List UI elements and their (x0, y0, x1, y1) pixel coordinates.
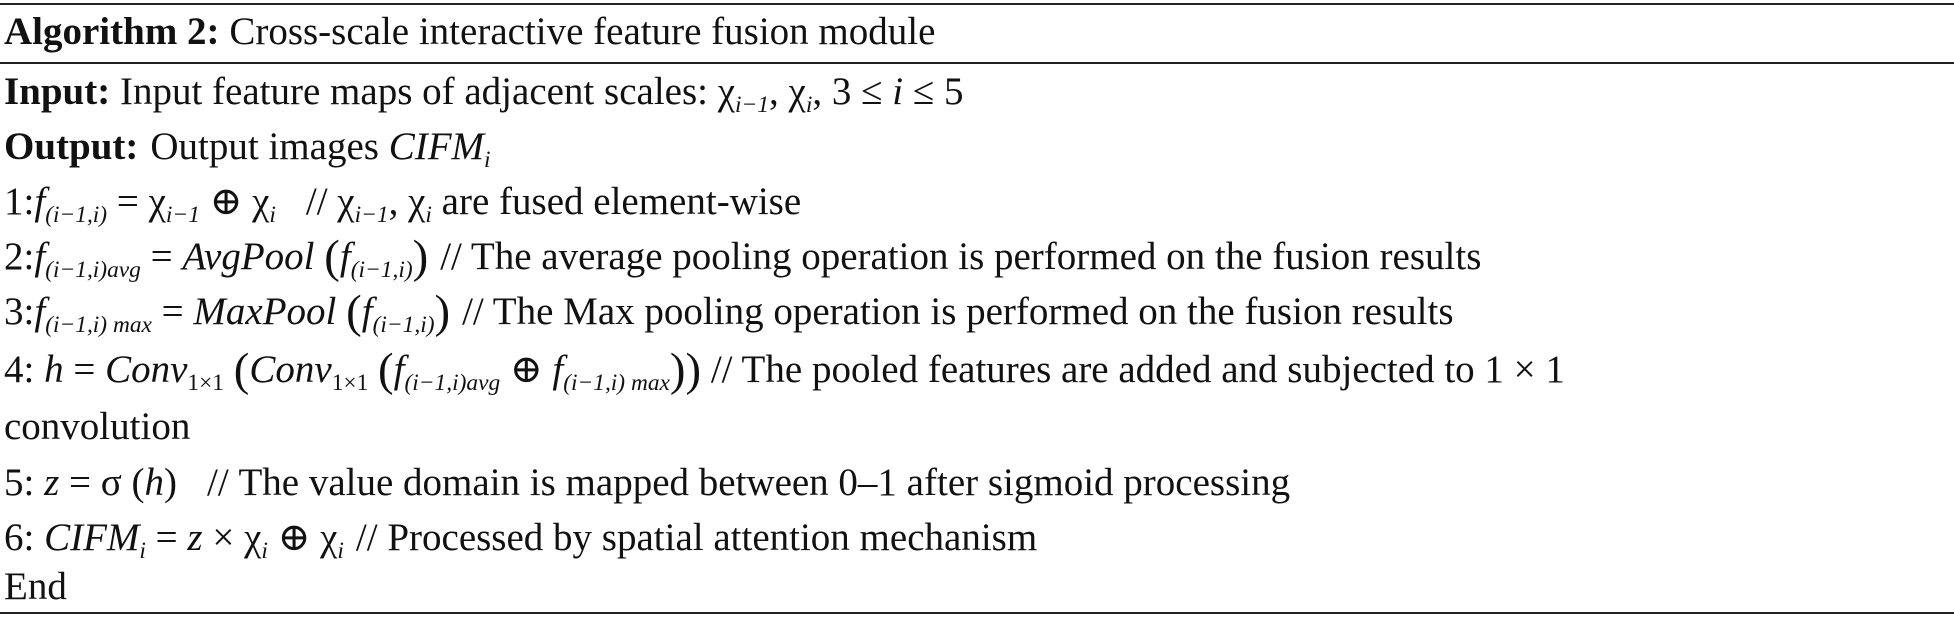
top-rule (0, 3, 1954, 5)
input-line: Input: Input feature maps of adjacent sc… (4, 67, 964, 117)
step-function: AvgPool (182, 235, 315, 278)
input-cond-var: i (892, 70, 904, 113)
algorithm-label: Algorithm 2: (4, 10, 220, 53)
step-number: 6: (4, 516, 35, 559)
algorithm-end: End (4, 562, 67, 612)
step-comment-pre: // χ (305, 180, 355, 223)
step-sub2: i (269, 202, 276, 229)
step-f-sub: (i−1,i) (45, 202, 108, 229)
input-cond-pre: , 3 ≤ (812, 70, 893, 113)
algorithm-title-text: Cross-scale interactive feature fusion m… (229, 10, 936, 53)
right-parens: )) (669, 343, 702, 396)
step-comment: // The pooled features are added and sub… (701, 348, 1565, 391)
output-sub: i (484, 147, 491, 174)
step-arg1: f (393, 348, 405, 391)
step-f-sub: (i−1,i) max (45, 312, 152, 339)
step-arg: f (339, 235, 351, 278)
bottom-rule (0, 612, 1954, 614)
step-function-inner: Conv (249, 348, 332, 391)
step-op: ⊕ χ (267, 516, 338, 559)
step-var: z (44, 461, 60, 504)
input-cond-post: ≤ 5 (903, 70, 964, 113)
step-f: f (34, 290, 46, 333)
step-eq: = (151, 290, 194, 333)
step-function-inner-sub: 1×1 (331, 370, 369, 397)
step-4-continuation: convolution (4, 402, 190, 452)
step-continuation: convolution (4, 405, 191, 448)
step-comment: // The Max pooling operation is performe… (462, 290, 1454, 333)
end-text: End (4, 565, 67, 608)
step-mul: × χ (202, 516, 262, 559)
step-f-sub: (i−1,i)avg (45, 257, 141, 284)
step-arg-sub: (i−1,i) (350, 257, 413, 284)
right-paren: ) (412, 230, 429, 283)
input-sep: , χ (769, 70, 806, 113)
step-eq: = (145, 516, 188, 559)
step-var-sub: i (139, 538, 146, 565)
left-paren-inner: ( (378, 343, 394, 396)
step-arg: h (144, 461, 165, 504)
step-number: 3: (4, 290, 35, 333)
left-paren: ( (346, 285, 362, 338)
comment-sub1: i−1 (354, 202, 389, 229)
step-arg2-sub: (i−1,i) max (563, 370, 670, 397)
step-function-outer-sub: 1×1 (187, 370, 225, 397)
comment-sub2: i (425, 202, 432, 229)
algorithm-title: Algorithm 2: Cross-scale interactive fea… (4, 7, 935, 57)
step-number: 2: (4, 235, 35, 278)
step-3: 3:f(i−1,i) max = MaxPool (f(i−1,i))// Th… (4, 287, 1454, 337)
left-paren: ( (324, 230, 340, 283)
step-sub1: i−1 (165, 202, 200, 229)
step-4: 4: h = Conv1×1 (Conv1×1 (f(i−1,i)avg ⊕ f… (4, 345, 1565, 395)
right-paren: ) (434, 285, 451, 338)
step-6: 6: CIFMi = z × χi ⊕ χi// Processed by sp… (4, 513, 1037, 563)
left-paren-outer: ( (233, 343, 250, 396)
step-number: 5: (4, 461, 35, 504)
step-op: ⊕ χ (199, 180, 270, 223)
input-sub1: i−1 (735, 92, 770, 119)
step-eq: = (140, 235, 183, 278)
step-function: MaxPool (193, 290, 337, 333)
step-number: 1: (4, 180, 35, 223)
input-sub2: i (805, 92, 813, 119)
step-var: h (44, 348, 64, 391)
step-comment: // The value domain is mapped between 0–… (207, 461, 1291, 504)
input-label: Input: (4, 70, 111, 113)
step-sub1: i (261, 538, 268, 565)
input-text: Input feature maps of adjacent scales: χ (119, 70, 736, 113)
right-paren: ) (164, 461, 178, 504)
output-line: Output: Output images CIFMi (4, 122, 491, 172)
step-function-outer: Conv (105, 348, 188, 391)
step-plus: ⊕ (500, 348, 553, 391)
step-comment: // Processed by spatial attention mechan… (355, 516, 1038, 559)
comment-sep: , χ (388, 180, 426, 223)
output-label: Output: (4, 125, 139, 168)
step-f: f (34, 235, 46, 278)
step-comment: // The average pooling operation is perf… (440, 235, 1482, 278)
step-1: 1:f(i−1,i) = χi−1 ⊕ χi// χi−1, χi are fu… (4, 177, 801, 227)
step-arg-sub: (i−1,i) (372, 312, 435, 339)
step-arg2: f (552, 348, 564, 391)
output-text: Output images (150, 125, 379, 168)
step-arg: f (361, 290, 373, 333)
output-var: CIFM (388, 125, 484, 168)
step-number: 4: (4, 348, 35, 391)
step-eq: = (63, 348, 106, 391)
step-eq: = χ (107, 180, 166, 223)
step-sub2: i (337, 538, 344, 565)
step-arg1-sub: (i−1,i)avg (404, 370, 501, 397)
step-comment: are fused element-wise (431, 180, 802, 223)
step-5: 5: z = σ (h) // The value domain is mappe… (4, 458, 1290, 508)
step-eq: = σ ( (59, 461, 145, 504)
header-rule (0, 62, 1954, 64)
step-f: f (34, 180, 46, 223)
step-z: z (187, 516, 203, 559)
step-2: 2:f(i−1,i)avg = AvgPool (f(i−1,i))// The… (4, 232, 1481, 282)
step-var: CIFM (44, 516, 140, 559)
